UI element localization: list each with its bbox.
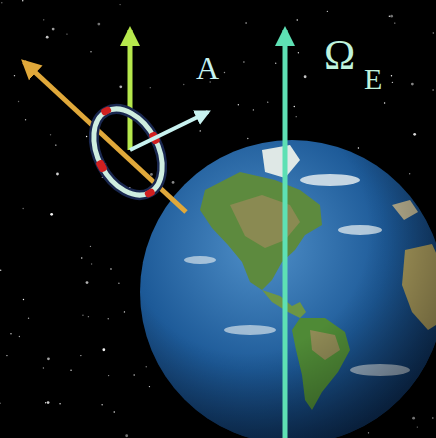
star (172, 181, 175, 184)
star (327, 11, 328, 12)
star (102, 348, 105, 351)
star (22, 0, 23, 1)
star (384, 102, 385, 103)
star (146, 366, 147, 367)
star (298, 52, 299, 53)
star (50, 134, 51, 135)
star (10, 333, 11, 334)
vector-label: A (196, 52, 219, 84)
vector-a-arrow (130, 112, 208, 150)
spin-axis-arrow (24, 62, 186, 212)
star (432, 89, 433, 90)
star (124, 311, 125, 312)
star (18, 101, 19, 102)
star (391, 75, 392, 76)
star (119, 85, 122, 88)
star (23, 299, 24, 300)
gyroscope-ring (75, 92, 182, 212)
star (119, 4, 120, 5)
star (247, 138, 248, 139)
rotation-subscript: E (364, 64, 382, 94)
star (183, 84, 184, 85)
star (82, 315, 83, 316)
star (411, 83, 414, 86)
star (47, 357, 50, 360)
star (108, 318, 109, 319)
star (86, 281, 89, 284)
star (412, 417, 415, 420)
star (97, 23, 100, 26)
star (110, 268, 111, 269)
star (14, 75, 15, 76)
star (1, 2, 2, 3)
star (150, 87, 151, 88)
earth-axis-arrow (283, 30, 288, 438)
star (390, 15, 393, 18)
star (88, 316, 89, 317)
star (118, 282, 119, 283)
star (275, 62, 276, 63)
star (66, 33, 67, 34)
star (413, 133, 416, 136)
star (28, 318, 29, 319)
star (368, 432, 369, 433)
star (22, 208, 23, 209)
star (50, 213, 53, 216)
star (43, 367, 44, 368)
star (238, 104, 239, 105)
star (52, 28, 55, 31)
star (224, 72, 225, 73)
star (90, 51, 91, 52)
star (43, 19, 44, 20)
star (245, 22, 246, 23)
star (296, 116, 297, 117)
star (294, 106, 295, 107)
star (19, 336, 20, 337)
star (91, 263, 92, 264)
star (108, 375, 109, 376)
star (409, 173, 410, 174)
star (55, 144, 56, 145)
earth-globe (140, 140, 436, 438)
star (25, 119, 26, 120)
star (47, 401, 50, 404)
star (358, 147, 359, 148)
star (200, 130, 201, 131)
star (297, 19, 298, 20)
vertical-arrow (128, 30, 133, 150)
star (392, 82, 393, 83)
star (150, 173, 153, 176)
star (394, 22, 395, 23)
star (70, 370, 71, 371)
star (46, 36, 49, 39)
star (417, 426, 418, 427)
star (86, 136, 87, 137)
star (6, 355, 7, 356)
star (56, 173, 59, 176)
rotation-symbol: Ω (324, 34, 355, 76)
star (133, 374, 134, 375)
star (304, 75, 307, 78)
star (45, 402, 46, 403)
star (101, 404, 102, 405)
star (125, 434, 128, 437)
star (432, 417, 433, 418)
star (433, 32, 434, 33)
star (243, 61, 244, 62)
star (81, 257, 82, 258)
star (0, 269, 1, 270)
star (389, 16, 390, 17)
star (59, 403, 60, 404)
star (149, 386, 150, 387)
star (114, 411, 115, 412)
star (267, 101, 268, 102)
star (253, 109, 254, 110)
star (90, 246, 91, 247)
star (0, 403, 1, 404)
star (80, 355, 81, 356)
